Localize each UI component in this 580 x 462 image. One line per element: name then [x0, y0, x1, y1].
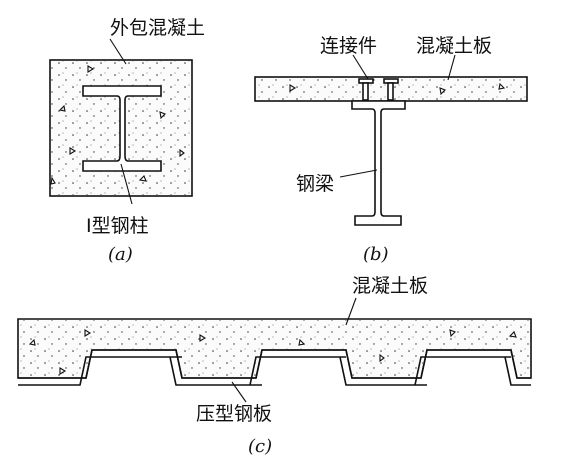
label-slab-c: 混凝土板 [352, 275, 428, 297]
panel-a: 外包混凝土 I型钢柱 (a) [49, 17, 205, 265]
shear-connectors [358, 78, 399, 101]
label-i-column: I型钢柱 [86, 215, 149, 237]
leader-beam [339, 169, 378, 178]
caption-a: (a) [108, 244, 133, 265]
aggregate-marks-b [289, 82, 506, 96]
leader-slab-c [345, 297, 357, 326]
leader-slab-b [447, 54, 456, 81]
panel-c: 混凝土板 压型钢板 (c) [17, 275, 532, 457]
label-connector: 连接件 [320, 35, 377, 57]
label-steel-beam: 钢梁 [296, 173, 334, 195]
profiled-steel-deck-underside [18, 356, 531, 386]
label-steel-deck: 压型钢板 [196, 403, 272, 425]
profiled-steel-deck [18, 349, 531, 379]
leader-column [120, 163, 133, 205]
label-encasement-concrete: 外包混凝土 [110, 17, 205, 39]
leader-deck [231, 381, 247, 403]
i-section-column [82, 85, 162, 172]
leader-concrete [109, 38, 127, 65]
caption-b: (b) [363, 244, 389, 265]
caption-c: (c) [248, 436, 272, 457]
leader-connector [352, 54, 369, 80]
steel-beam [351, 100, 406, 226]
panel-b: 连接件 混凝土板 钢梁 (b) [254, 35, 528, 265]
slab-c-texture [19, 320, 530, 377]
aggregate-marks [50, 65, 185, 185]
label-slab-b: 混凝土板 [416, 35, 492, 57]
aggregate-marks-c [28, 329, 517, 375]
